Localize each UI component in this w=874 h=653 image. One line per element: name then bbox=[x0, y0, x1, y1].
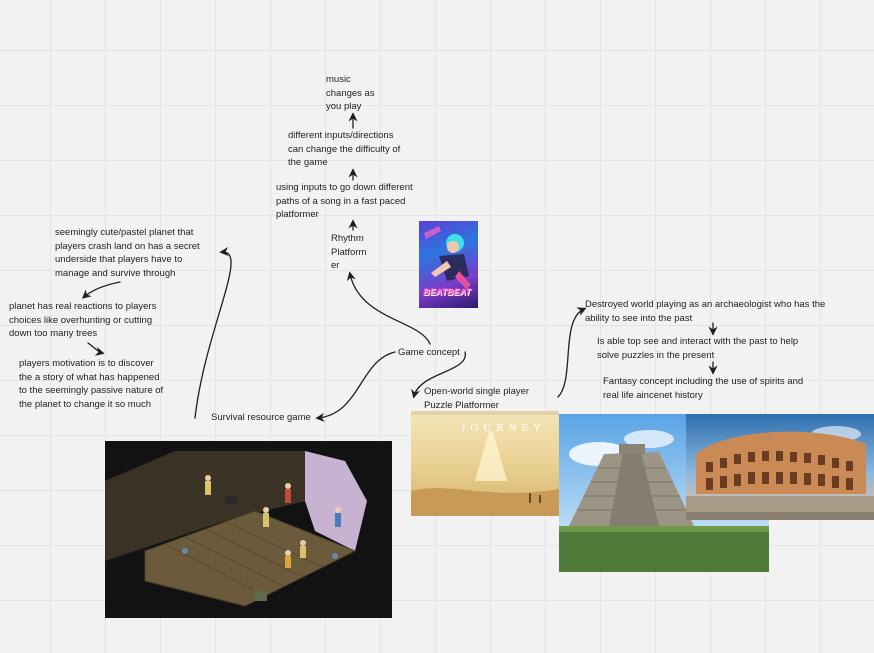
note-line: underside that players have to bbox=[55, 254, 183, 265]
note-line: changes as bbox=[326, 87, 375, 99]
colosseum-photo[interactable] bbox=[686, 414, 874, 520]
note-line: Is able top see and interact with the pa… bbox=[597, 336, 799, 347]
title-line: Open-world single player bbox=[424, 386, 530, 397]
note-line: the game bbox=[288, 157, 328, 168]
puzzle-note-archaeologist[interactable]: Destroyed world playing as an archaeolog… bbox=[585, 298, 825, 325]
pyramid-art bbox=[559, 430, 769, 572]
arrow-concept-to-rhythm bbox=[346, 271, 431, 345]
colosseum-art bbox=[686, 426, 874, 520]
note-line: can change the difficulty of bbox=[288, 143, 401, 155]
survival-note-planet-reactions[interactable]: planet has real reactions to players cho… bbox=[9, 300, 156, 341]
arrow-survival-to-note1 bbox=[194, 247, 232, 419]
note-line: using inputs to go down different bbox=[276, 182, 413, 193]
arrow-note2-to-note3 bbox=[87, 342, 105, 356]
puzzle-platformer-title[interactable]: Open-world single player Puzzle Platform… bbox=[424, 385, 529, 412]
beatbeat-logo-text: BEATBEAT bbox=[423, 287, 471, 297]
rhythm-note-difficulty[interactable]: different inputs/directions can change t… bbox=[288, 129, 400, 170]
note-line: the a story of what has happened bbox=[19, 371, 160, 383]
survival-note-pastel-planet[interactable]: seemingly cute/pastel planet that player… bbox=[55, 226, 200, 280]
note-line: you play bbox=[326, 101, 362, 112]
title-line: Rhythm bbox=[331, 233, 364, 244]
puzzle-note-fantasy[interactable]: Fantasy concept including the use of spi… bbox=[603, 375, 803, 402]
note-line: manage and survive through bbox=[55, 267, 176, 279]
title-line: Platform bbox=[331, 246, 367, 258]
beatbeat-art bbox=[424, 226, 471, 289]
rhythm-platformer-title[interactable]: Rhythm Platform er bbox=[331, 232, 366, 273]
note-line: paths of a song in a fast paced bbox=[276, 195, 406, 207]
note-line: players crash land on has a secret bbox=[55, 240, 200, 252]
note-line: platformer bbox=[276, 209, 319, 220]
note-line: players motivation is to discover bbox=[19, 358, 154, 369]
arrow-concept-to-survival bbox=[315, 351, 396, 422]
note-line: Fantasy concept including the use of spi… bbox=[603, 376, 804, 387]
rhythm-note-inputs-paths[interactable]: using inputs to go down different paths … bbox=[276, 181, 413, 222]
note-line: solve puzzles in the present bbox=[597, 349, 715, 361]
note-line: the planet to change it so much bbox=[19, 398, 152, 410]
journey-cover-image[interactable]: JOURNEY bbox=[411, 411, 559, 516]
survival-scene-art bbox=[105, 441, 392, 618]
note-line: music bbox=[326, 74, 351, 85]
journey-logo-text: JOURNEY bbox=[461, 422, 547, 434]
note-line: choices like overhunting or cutting bbox=[9, 314, 153, 326]
survival-note-motivation[interactable]: players motivation is to discover the a … bbox=[19, 357, 163, 411]
title-line: Puzzle Platformer bbox=[424, 399, 499, 411]
game-concept-label[interactable]: Game concept bbox=[398, 347, 460, 358]
note-line: ability to see into the past bbox=[585, 312, 693, 324]
title-line: er bbox=[331, 260, 340, 271]
note-line: down too many trees bbox=[9, 328, 98, 339]
note-line: planet has real reactions to players bbox=[9, 301, 157, 312]
note-line: real life aincenet history bbox=[603, 389, 703, 401]
arrow-note1-to-note2 bbox=[81, 281, 121, 299]
note-line: different inputs/directions bbox=[288, 130, 394, 141]
note-line: Destroyed world playing as an archaeolog… bbox=[585, 299, 826, 310]
survival-resource-title[interactable]: Survival resource game bbox=[211, 412, 311, 423]
survival-game-screenshot[interactable] bbox=[105, 441, 392, 618]
puzzle-note-see-past[interactable]: Is able top see and interact with the pa… bbox=[597, 335, 798, 362]
journey-art bbox=[411, 411, 559, 516]
note-line: seemingly cute/pastel planet that bbox=[55, 227, 194, 238]
arrow-puzzle-to-note1 bbox=[557, 307, 587, 398]
beatbeat-cover-image[interactable]: BEATBEAT bbox=[419, 221, 478, 308]
note-line: to the seemingly passive nature of bbox=[19, 385, 164, 396]
rhythm-note-music[interactable]: music changes as you play bbox=[326, 73, 375, 114]
